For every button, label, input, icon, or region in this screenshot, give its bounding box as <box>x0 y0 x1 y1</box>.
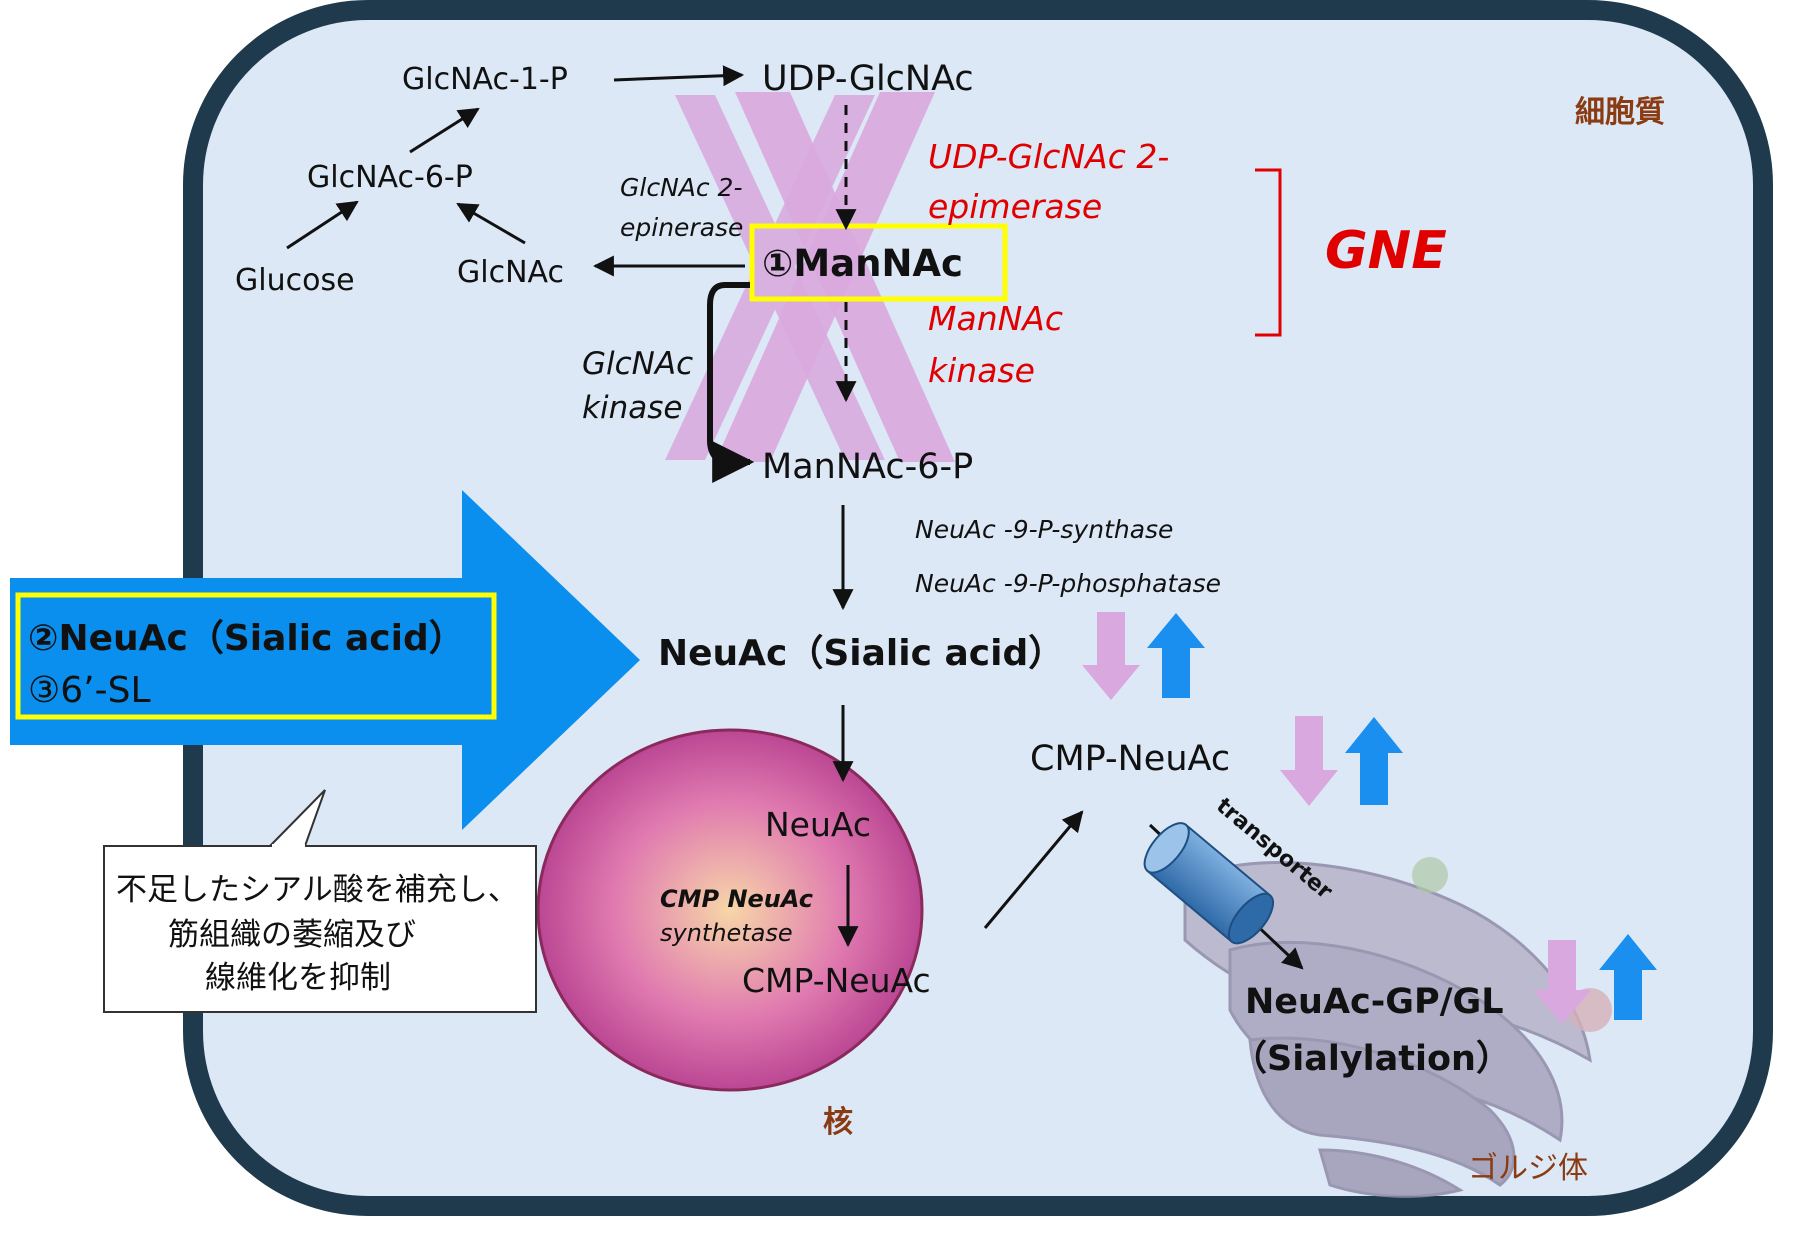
golgi-body <box>1183 857 1612 1198</box>
mannac-label: ①ManNAc <box>762 242 963 285</box>
glcnac-kinase-label-2: kinase <box>582 390 682 426</box>
supplement-arrow <box>10 490 640 830</box>
down-arrow-3 <box>1533 940 1591 1024</box>
down-arrow-1 <box>1082 612 1140 700</box>
transporter-channel <box>1143 822 1275 945</box>
nucleus-label: 核 <box>823 1105 853 1140</box>
callout-text-2: 筋組織の萎縮及び <box>168 917 416 953</box>
neuac-label: NeuAc（Sialic acid） <box>658 633 1064 674</box>
supplement-label-2: ③6’-SL <box>28 670 151 711</box>
mannac-6-p-label: ManNAc-6-P <box>762 447 973 487</box>
udp-glcnac-label: UDP-GlcNAc <box>762 59 974 99</box>
mannac-kinase-label-1: ManNAc <box>928 299 1063 338</box>
supplement-label-1: ②NeuAc（Sialic acid） <box>28 618 465 659</box>
glcnac-kinase-label-1: GlcNAc <box>582 346 693 382</box>
glcnac-2-epimerase-label-2: epinerase <box>620 213 743 242</box>
up-arrow-3 <box>1599 934 1657 1020</box>
cytoplasm-label: 細胞質 <box>1575 95 1665 130</box>
nucleus-cmp-neuac-label: CMP-NeuAc <box>742 961 931 1000</box>
glucose-label: Glucose <box>235 263 355 298</box>
callout-text-1: 不足したシアル酸を補充し、 <box>116 872 519 908</box>
up-arrow-1 <box>1147 613 1205 698</box>
cross-bar-right <box>715 92 935 462</box>
regulation-arrows <box>1082 612 1657 1024</box>
mannac-kinase-label-2: kinase <box>928 351 1035 390</box>
callout-bubble <box>103 789 537 1013</box>
neuac-phosphatase-label: NeuAc -9-P-phosphatase <box>915 569 1221 598</box>
golgi-label: ゴルジ体 <box>1468 1151 1588 1186</box>
nucleus-neuac-label: NeuAc <box>765 805 871 844</box>
sialylation-label-2: （Sialylation） <box>1232 1039 1511 1079</box>
up-arrow-2 <box>1345 717 1403 805</box>
glcnac-label: GlcNAc <box>457 255 564 290</box>
gne-bracket <box>1255 168 1282 337</box>
mannac-highlight-box <box>749 223 1008 302</box>
sialylation-label-1: NeuAc-GP/GL <box>1245 982 1504 1022</box>
nucleus <box>536 728 924 1092</box>
down-arrow-2 <box>1280 716 1338 806</box>
gne-label: GNE <box>1325 221 1447 281</box>
udp-epimerase-label-2: epimerase <box>928 187 1102 226</box>
cmp-synthetase-label-2: synthetase <box>660 919 793 947</box>
glcnac-2-epimerase-label-1: GlcNAc 2- <box>620 173 743 202</box>
cmp-synthetase-label-1: CMP NeuAc <box>660 885 813 913</box>
supplement-highlight-box <box>15 592 497 720</box>
cmp-neuac-label: CMP-NeuAc <box>1030 739 1230 779</box>
glcnac-6-p-label: GlcNAc-6-P <box>307 160 473 195</box>
glcnac-1-p-label: GlcNAc-1-P <box>402 62 568 97</box>
neuac-synthase-label: NeuAc -9-P-synthase <box>915 515 1173 544</box>
udp-epimerase-label-1: UDP-GlcNAc 2- <box>928 137 1169 176</box>
callout-text-3: 線維化を抑制 <box>205 960 391 996</box>
